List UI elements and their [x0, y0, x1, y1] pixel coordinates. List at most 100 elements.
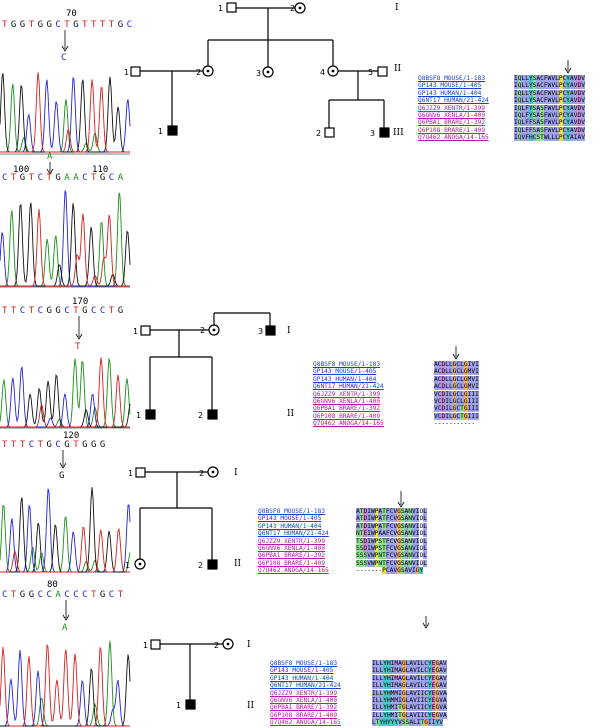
alignment-species-name[interactable]: Q6GNV6_XENLA/1-400: [418, 112, 486, 120]
alignment-species-name[interactable]: Q7Q462_ANOGA/14-165: [313, 420, 384, 428]
alignment-row: IQLFYSASFWVLPCYAVDV: [514, 112, 585, 120]
alignment-species-name[interactable]: GP143_MOUSE/1-405: [258, 515, 322, 523]
alignment-residue: V: [413, 682, 417, 690]
alignment-species-name[interactable]: Q6JZZ9_XENTR/1-399: [418, 104, 486, 112]
alignment-species-name[interactable]: Q6GNV6_XENLA/1-400: [258, 545, 326, 553]
alignment-residue: I: [390, 667, 395, 675]
sequence-base: C: [38, 590, 43, 600]
alignment-residue: T: [460, 412, 464, 420]
alignment-residue: I: [416, 682, 421, 690]
alignment-species-name[interactable]: Q6GNV6_XENLA/1-400: [270, 697, 338, 705]
alignment-species-name[interactable]: Q6NT17_HUMAN/21-424: [313, 383, 384, 391]
alignment-residue: V: [573, 112, 578, 120]
alignment-species-name[interactable]: Q6P108_BRARE/1-409: [313, 412, 381, 420]
alignment-residue: I: [398, 697, 402, 705]
alignment-species-name[interactable]: Q6JZZ9_XENTR/1-399: [313, 390, 381, 398]
alignment-residue: L: [525, 89, 529, 97]
alignment-residue: V: [367, 552, 371, 560]
alignment-species-name[interactable]: Q6P108_BRARE/1-409: [258, 559, 326, 567]
pedigree-male-I1: [140, 325, 151, 336]
alignment-species-name[interactable]: Q6NT17_HUMAN/21-424: [258, 530, 329, 538]
alignment-residue: P: [558, 82, 563, 90]
alignment-residue: V: [412, 522, 416, 530]
alignment-species-name[interactable]: Q7Q462_ANOGA/14-165: [270, 719, 341, 727]
alignment-species-name[interactable]: Q6PBA1_BRARE/1-392: [270, 704, 338, 712]
alignment-residue: L: [379, 660, 384, 667]
alignment-species-name[interactable]: Q6PBA1_BRARE/1-392: [313, 405, 381, 413]
alignment-residue: V: [573, 75, 578, 82]
alignment-species-name[interactable]: GP143_MOUSE/1-405: [418, 82, 482, 90]
alignment-residue: C: [424, 667, 429, 675]
alignment-residue: V: [471, 368, 476, 376]
alignment-residue: L: [379, 697, 384, 705]
alignment-residue: Y: [428, 711, 432, 719]
alignment-residue: G: [435, 704, 440, 712]
alignment-species-name[interactable]: Q8BSF8_MOUSE/1-183: [258, 508, 326, 515]
alignment-residue: I: [514, 89, 518, 97]
alignment-species-name[interactable]: Q8BSF8_MOUSE/1-183: [270, 660, 338, 667]
alignment-residue: E: [363, 530, 368, 538]
alignment-species-name[interactable]: Q6P108_BRARE/1-409: [418, 126, 486, 134]
alignment-species-name[interactable]: GP143_HUMAN/1-404: [418, 89, 482, 97]
sequence-base: T: [2, 306, 8, 316]
alignment-species-name[interactable]: Q6JZZ9_XENTR/1-399: [258, 537, 326, 545]
alignment-species-name[interactable]: Q6GNV6_XENLA/1-400: [313, 398, 381, 406]
alignment-species-name[interactable]: GP143_HUMAN/1-404: [258, 522, 322, 530]
alignment-species-name[interactable]: Q6NT17_HUMAN/21-424: [418, 97, 489, 105]
alignment-residue: G: [397, 537, 401, 545]
alignment-residue: T: [382, 545, 386, 553]
alignment-residue: A: [378, 530, 383, 538]
arrow-head: [62, 614, 70, 621]
alignment-residue: A: [404, 559, 409, 567]
alignment-species-name[interactable]: Q6NT17_HUMAN/21-424: [270, 682, 341, 690]
alignment-species-name[interactable]: GP143_HUMAN/1-404: [270, 674, 334, 682]
alignment-residue: I: [390, 660, 395, 667]
alignment-species-name[interactable]: GP143_MOUSE/1-405: [313, 368, 377, 376]
alignment-row: ILLYHMITGLAVIICYEGVA: [372, 704, 447, 712]
alignment-species-name[interactable]: Q6PBA1_BRARE/1-392: [258, 552, 326, 560]
variant-base-mid: A: [47, 152, 53, 162]
alignment-residue: G: [397, 552, 401, 560]
alignment-residue: A: [442, 689, 447, 697]
alignment-species-name[interactable]: Q6JZZ9_XENTR/1-399: [270, 689, 338, 697]
alignment-species-name[interactable]: Q7Q462_ANOGA/14-165: [418, 134, 489, 142]
alignment-residue: V: [413, 689, 417, 697]
pedigree-number: 3: [258, 327, 263, 336]
alignment-residue: I: [415, 545, 420, 553]
alignment-residue: P: [374, 537, 379, 545]
sequence-base: C: [38, 306, 43, 316]
alignment-residue: Y: [383, 689, 387, 697]
alignment-residue: -: [359, 567, 364, 575]
alignment-residue: Y: [428, 697, 432, 705]
alignment-species-name[interactable]: Q7Q462_ANOGA/14-165: [258, 567, 329, 575]
alignment-residue: C: [456, 375, 461, 383]
alignment-species-name[interactable]: Q6P108_BRARE/1-409: [270, 711, 338, 719]
alignment-residue: L: [448, 405, 453, 413]
alignment-residue: F: [385, 545, 390, 553]
alignment-residue: E: [431, 674, 436, 682]
alignment-species-name[interactable]: Q8BSF8_MOUSE/1-183: [313, 361, 381, 368]
alignment-residue: V: [573, 89, 578, 97]
alignment-residue: I: [471, 390, 476, 398]
alignment-residue: A: [570, 89, 574, 97]
alignment-residue: D: [441, 368, 446, 376]
alignment-species-name[interactable]: Q6PBA1_BRARE/1-392: [418, 119, 486, 127]
alignment-species-name[interactable]: GP143_HUMAN/1-404: [313, 375, 377, 383]
alignment-residue: H: [386, 682, 391, 690]
alignment-residue: G: [463, 398, 468, 406]
alignment-species-name[interactable]: GP143_MOUSE/1-405: [270, 667, 334, 675]
trace-line: [0, 202, 131, 287]
alignment-residue: G: [397, 515, 401, 523]
alignment-residue: F: [525, 104, 529, 112]
alignment-row: VCDILGCLGIII: [434, 390, 479, 398]
alignment-residue: L: [460, 361, 464, 368]
alignment-residue: S: [400, 530, 405, 538]
alignment-residue: Q: [517, 97, 522, 105]
alignment-residue: F: [543, 75, 548, 82]
alignment-residue: I: [415, 522, 420, 530]
alignment-species-name[interactable]: Q8BSF8_MOUSE/1-183: [418, 75, 486, 82]
pedigree-number: 5: [368, 68, 373, 77]
